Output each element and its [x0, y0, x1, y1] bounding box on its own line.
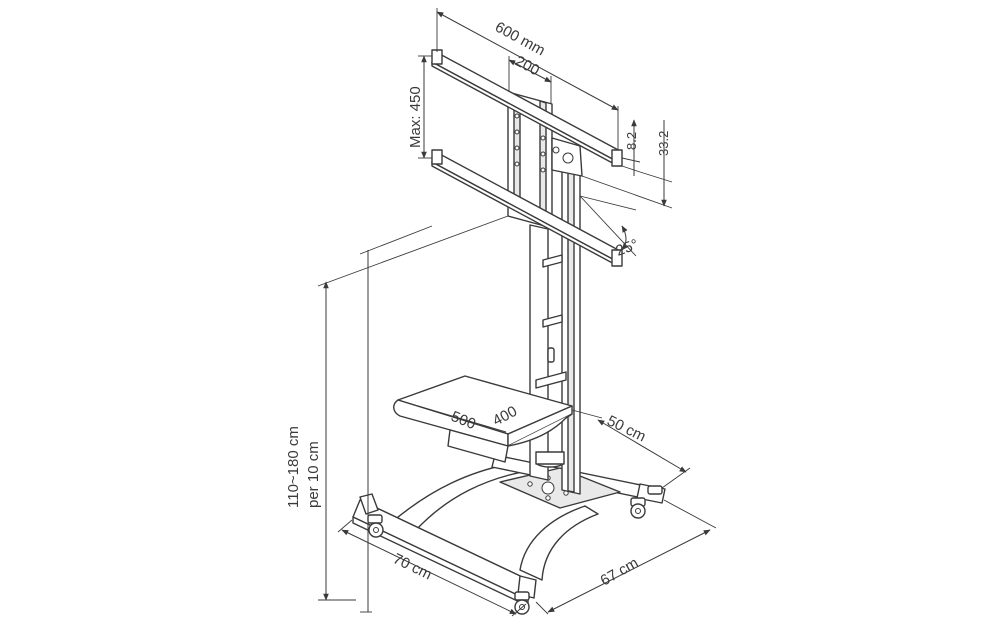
caster-front-right — [514, 591, 530, 615]
base-frame — [352, 454, 666, 607]
label-33-2: 33.2 — [656, 131, 671, 156]
dimension-33-2: 33.2 — [581, 120, 673, 209]
caster-rear-right — [630, 497, 646, 519]
label-height-step: per 10 cm — [305, 441, 322, 508]
dimension-8-2: 8.2 — [621, 119, 641, 176]
shelf — [393, 375, 573, 463]
dimension-max-450: Max: 450 — [407, 55, 432, 159]
caster-rear-left — [647, 485, 663, 495]
label-50cm: 50 cm — [604, 412, 648, 445]
label-height-range: 110~180 cm — [285, 426, 302, 508]
caster-front-left — [367, 514, 384, 538]
dimension-tilt: 25° — [579, 195, 641, 260]
label-8-2: 8.2 — [624, 132, 639, 150]
label-67cm: 67 cm — [598, 554, 642, 589]
label-max-450: Max: 450 — [407, 86, 424, 148]
label-tilt: 25° — [614, 236, 641, 260]
